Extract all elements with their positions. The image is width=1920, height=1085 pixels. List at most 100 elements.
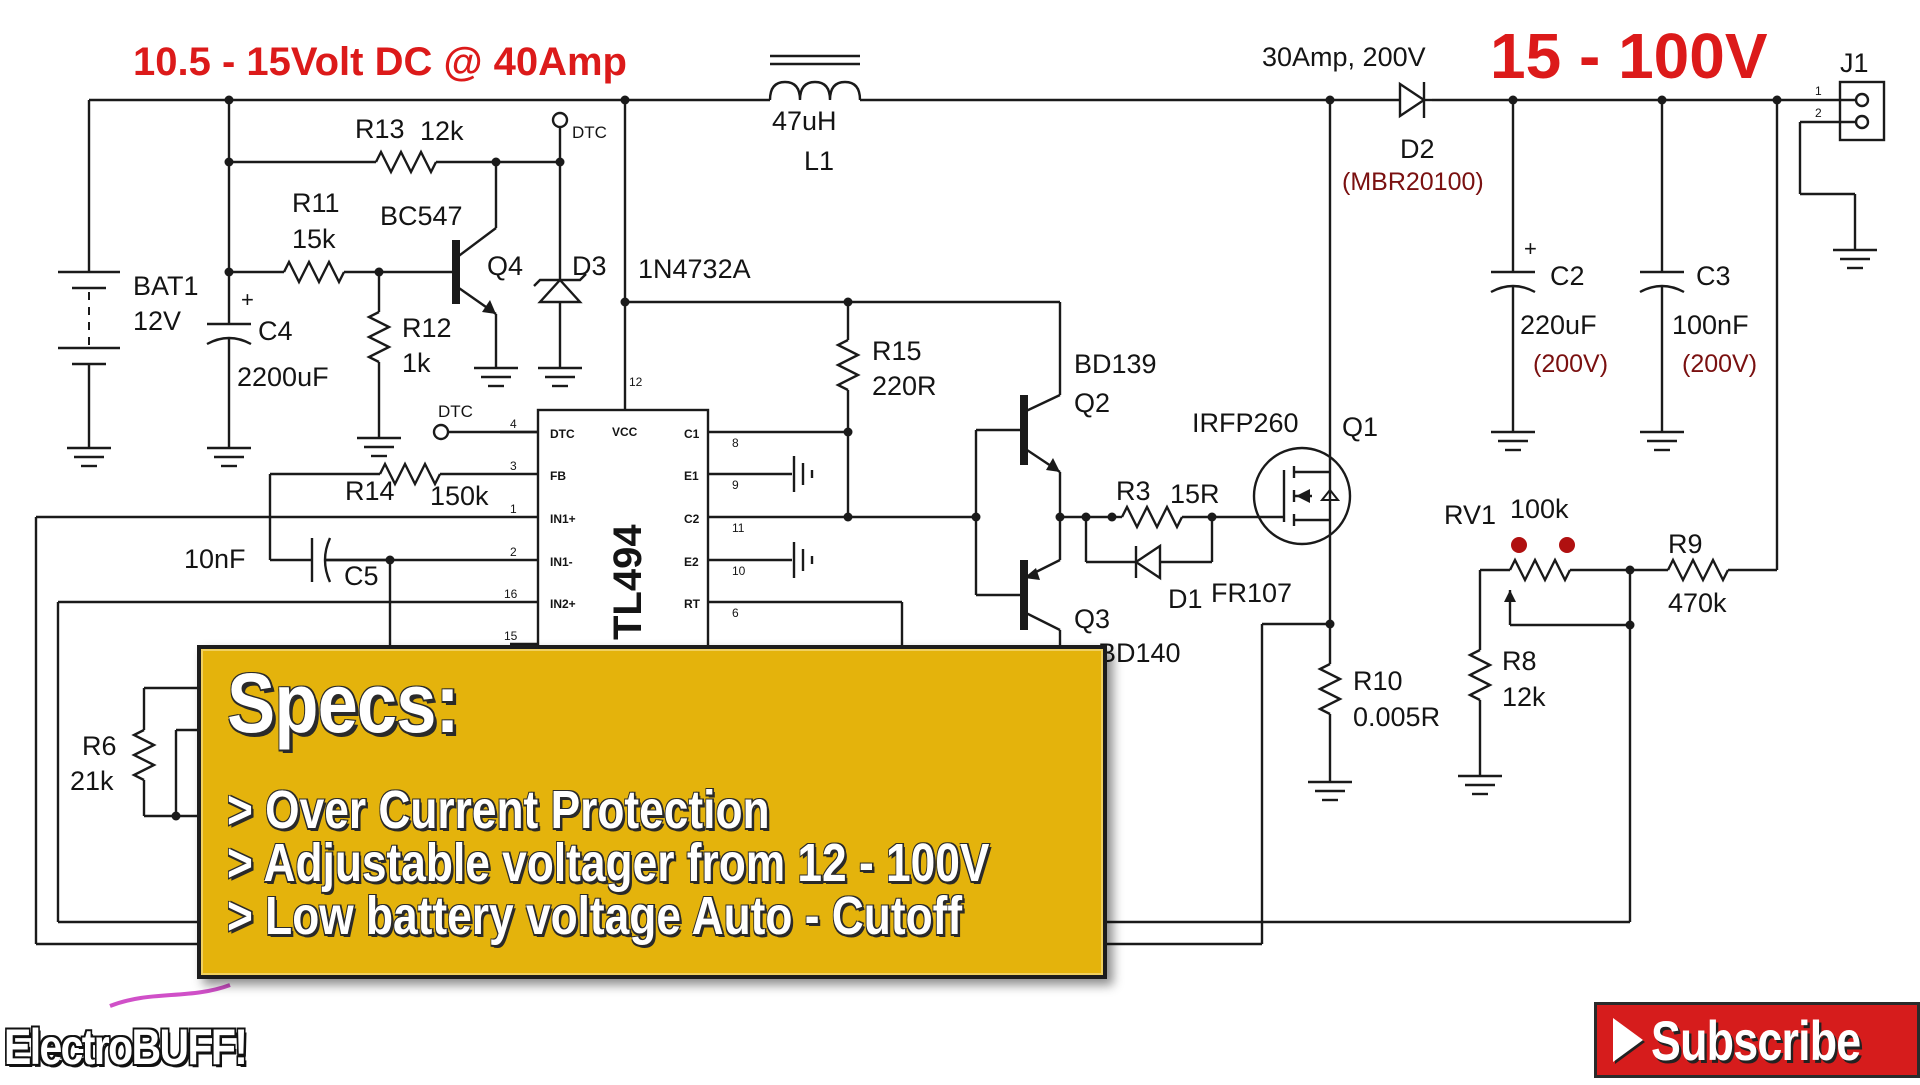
r15-value: 220R (872, 371, 937, 401)
svg-text:+: + (1524, 236, 1537, 261)
d3-part: 1N4732A (638, 254, 751, 284)
r13-value: 12k (420, 116, 464, 146)
ic-right-pins (708, 427, 980, 660)
q3-ref: Q3 (1074, 604, 1110, 634)
ic-pin-2-num: 2 (510, 545, 517, 559)
specs-title: Specs: (227, 656, 460, 750)
capacitor-c5 (270, 537, 395, 660)
q3-part: BD140 (1098, 638, 1181, 668)
ic-pin-8-num: 8 (732, 436, 739, 450)
electrobuff-logo: ElectroBUFF! (4, 1019, 248, 1075)
c2-ref: C2 (1550, 261, 1585, 291)
ic-name: TL494 (606, 524, 650, 640)
ic-pin-10-name: E2 (684, 555, 699, 569)
ic-pin-8-name: C1 (684, 427, 700, 441)
ic-tl494: TL494 VCC (536, 408, 710, 662)
r13-ref: R13 (355, 114, 405, 144)
ic-pin-11-num: 11 (732, 521, 745, 535)
c2-value: 220uF (1520, 310, 1597, 340)
transistor-q2 (1020, 393, 1062, 560)
r3-value: 15R (1170, 479, 1220, 509)
j1-pin-2: 2 (1815, 106, 1822, 120)
j1-pin-1: 1 (1815, 84, 1822, 98)
ic-pin-3-name: FB (550, 469, 566, 483)
ic-pin-10-num: 10 (732, 564, 746, 578)
dtc-terminal-top (551, 111, 569, 280)
zener-d3 (533, 273, 587, 388)
spec-line-low-battery-cutoff: > Low battery voltage Auto - Cutoff (227, 886, 963, 946)
ic-pin-6-num: 6 (732, 606, 739, 620)
spec-line-adjustable-voltage: > Adjustable voltager from 12 - 100V (227, 833, 990, 893)
r12-ref: R12 (402, 313, 452, 343)
potentiometer-rv1 (1478, 537, 1635, 922)
ic-pin-2-name: IN1- (550, 555, 573, 569)
r3-ref: R3 (1116, 476, 1151, 506)
r15-ref: R15 (872, 336, 922, 366)
ic-pin-4-num: 4 (510, 417, 517, 431)
capacitor-c4: + (206, 95, 254, 468)
resistor-r3 (1081, 504, 1258, 530)
c3-ref: C3 (1696, 261, 1731, 291)
diode-d1 (1084, 517, 1214, 581)
transistor-q4 (452, 162, 518, 388)
c5-ref: C5 (344, 561, 379, 591)
specs-panel: Specs: > Over Current Protection > Adjus… (197, 645, 1107, 979)
ic-vcc-label: VCC (612, 425, 638, 439)
c2-rating: (200V) (1533, 350, 1608, 378)
resistor-r10 (1308, 662, 1352, 802)
r11-value: 15k (292, 224, 336, 254)
connector-j1 (1798, 80, 1886, 270)
rv1-value: 100k (1510, 494, 1569, 524)
bat1-value: 12V (133, 306, 181, 336)
rv1-ref: RV1 (1444, 500, 1496, 530)
bat1-ref: BAT1 (133, 271, 199, 301)
subscribe-button[interactable]: Subscribe (1594, 1002, 1920, 1078)
input-spec-title: 10.5 - 15Volt DC @ 40Amp (133, 40, 627, 84)
resistor-r9 (1630, 557, 1777, 583)
ic-pin-1-num: 1 (510, 502, 517, 516)
l1-ref: L1 (804, 146, 834, 176)
top-rail (89, 98, 1818, 570)
q2-part: BD139 (1074, 349, 1157, 379)
q2-ref: Q2 (1074, 388, 1110, 418)
resistor-r15 (835, 302, 861, 432)
inductor-l1 (768, 54, 862, 101)
capacitor-c3 (1639, 100, 1685, 452)
ic-pin-11-name: C2 (684, 512, 700, 526)
r6-ref: R6 (82, 731, 117, 761)
ic-pin-4-name: DTC (550, 427, 575, 441)
r8-ref: R8 (1502, 646, 1537, 676)
ic-pin-9-num: 9 (732, 478, 739, 492)
resistor-r8 (1458, 645, 1502, 796)
battery-bat1 (58, 100, 120, 468)
ic-pin-1-name: IN1+ (550, 512, 576, 526)
ic-left-pins (36, 430, 538, 646)
r9-ref: R9 (1668, 529, 1703, 559)
logo-swoosh (109, 983, 231, 1008)
d2-part: (MBR20100) (1342, 168, 1484, 196)
resistor-r11 (229, 259, 452, 285)
driver-base-wires (971, 428, 1112, 597)
c5-value: 10nF (184, 544, 246, 574)
transistor-q3 (1020, 558, 1062, 650)
r10-value: 0.005R (1353, 702, 1440, 732)
c4-ref: C4 (258, 316, 293, 346)
j1-ref: J1 (1840, 48, 1869, 78)
feedback-wires (34, 517, 1630, 946)
resistor-r14 (268, 461, 442, 560)
r12-value: 1k (402, 348, 431, 378)
svg-text:+: + (241, 287, 254, 312)
ic-pin-6-name: RT (684, 597, 701, 611)
ic-pin-3-num: 3 (510, 459, 517, 473)
q1-ref: Q1 (1342, 412, 1378, 442)
output-voltage-title: 15 - 100V (1490, 20, 1768, 92)
ic-pin-16-num: 16 (504, 587, 518, 601)
r11-ref: R11 (292, 188, 340, 218)
d3-ref: D3 (572, 251, 607, 281)
ic-pin-12: 12 (629, 375, 643, 389)
mosfet-q1 (1252, 95, 1352, 664)
c4-value: 2200uF (237, 362, 329, 392)
ic-pin-15-num: 15 (504, 629, 518, 643)
